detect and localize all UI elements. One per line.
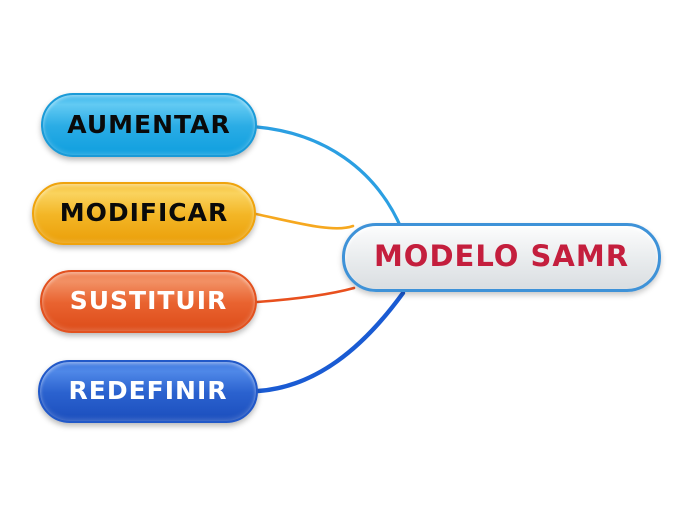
connector-aumentar bbox=[255, 125, 404, 232]
branch-label-sustituir: SUSTITUIR bbox=[69, 286, 228, 315]
branch-node-sustituir[interactable]: SUSTITUIR bbox=[40, 270, 257, 333]
connector-redefinir bbox=[255, 290, 406, 394]
branch-node-redefinir[interactable]: REDEFINIR bbox=[38, 360, 258, 423]
branch-label-redefinir: REDEFINIR bbox=[68, 376, 228, 405]
branch-node-aumentar[interactable]: AUMENTAR bbox=[41, 93, 257, 157]
branch-label-modificar: MODIFICAR bbox=[59, 198, 229, 227]
root-node-label: MODELO SAMR bbox=[373, 239, 630, 273]
branch-label-aumentar: AUMENTAR bbox=[67, 109, 231, 139]
connector-sustituir bbox=[255, 286, 356, 304]
connector-modificar bbox=[254, 212, 355, 230]
branch-node-modificar[interactable]: MODIFICAR bbox=[32, 182, 256, 245]
root-node-modelo-samr[interactable]: MODELO SAMR bbox=[342, 223, 661, 292]
